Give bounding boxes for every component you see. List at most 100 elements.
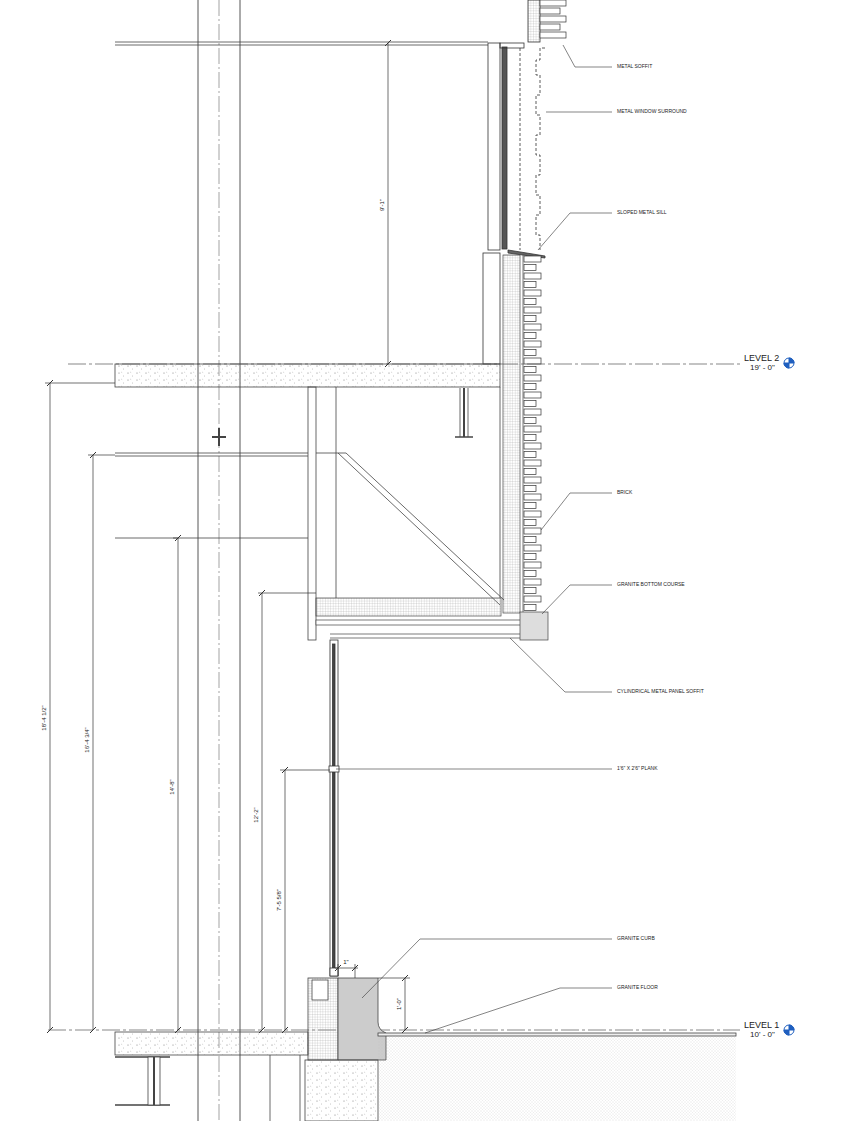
level-1-slab [153, 1057, 155, 1105]
dimension-lines [47, 40, 408, 1033]
dimension-lines [405, 978, 406, 1030]
brick [524, 341, 541, 347]
callout-label: METAL SOFFIT [617, 64, 652, 70]
level-marker [789, 1025, 794, 1030]
floor-framing [115, 453, 308, 454]
upper-window [520, 48, 545, 250]
wall-block [503, 255, 523, 613]
brick [540, 24, 560, 30]
brick [524, 426, 541, 432]
brick [540, 8, 560, 14]
upper-ceiling [115, 42, 488, 43]
dimension-text: 18'-4 1/2" [41, 705, 48, 730]
brick [524, 545, 541, 551]
soffit [520, 612, 548, 640]
callout-label: BRICK [617, 490, 632, 496]
level-1-slab [115, 1032, 308, 1055]
brick [524, 528, 541, 534]
dimension-text: 14'-8" [169, 779, 176, 794]
level-marker [789, 358, 794, 363]
level-marker [784, 1025, 794, 1035]
upper-window [528, 0, 540, 42]
level-1-slab [115, 1104, 170, 1106]
dimension-lines [258, 593, 316, 594]
dimension-lines [178, 538, 179, 1030]
leader-lines [541, 493, 612, 530]
brick [524, 452, 536, 458]
level-label: LEVEL 2 [744, 354, 779, 364]
callout-label: CYLINDRICAL METAL PANEL SOFFIT [617, 689, 704, 695]
level-line [48, 1030, 740, 1031]
brick [524, 299, 536, 305]
brick [524, 443, 541, 449]
leader-lines [538, 213, 612, 250]
soffit [330, 634, 522, 635]
brick [524, 316, 536, 322]
floor-framing [338, 453, 500, 605]
dimension-lines [93, 455, 94, 1030]
dimension-lines [262, 593, 263, 1030]
upper-ceiling [115, 45, 488, 46]
brick [524, 537, 536, 543]
soffit [316, 598, 501, 616]
brick [524, 273, 541, 279]
callout-label: 1'6" X 2'6" PLANK [617, 766, 657, 772]
brick [540, 16, 566, 22]
level-1-slab [115, 1032, 736, 1121]
brick [524, 469, 536, 475]
brick-courses [524, 256, 541, 611]
brick [524, 460, 541, 466]
level-1-slab [300, 1055, 301, 1121]
dimension-lines [50, 383, 51, 1030]
dimension-lines [388, 43, 389, 364]
brick [524, 358, 541, 364]
wall-block [503, 255, 520, 613]
level-1-slab [378, 1033, 736, 1036]
dimension-lines [355, 964, 356, 978]
floor-framing [115, 456, 308, 457]
upper-ceiling [115, 42, 488, 45]
brick [524, 256, 541, 262]
brick [524, 290, 541, 296]
dimension-text: 12'-2" [253, 807, 260, 822]
level-1-slab [270, 1055, 271, 1121]
dimension-text: 7'-5 5/8" [276, 889, 283, 911]
floor-framing [115, 538, 308, 539]
column [198, 0, 240, 1121]
base-detail [308, 978, 338, 1060]
level-marker [784, 358, 794, 1035]
floor-framing [460, 388, 461, 437]
soffit [330, 638, 522, 639]
brick [524, 350, 536, 356]
upper-window [488, 43, 500, 250]
brick [524, 494, 541, 500]
leader-lines [425, 988, 612, 1033]
column [240, 0, 241, 1121]
dimension-text: 16'-4 3/4" [84, 727, 91, 752]
brick [524, 503, 536, 509]
brick [524, 486, 536, 492]
brick [524, 265, 536, 271]
brick [524, 579, 541, 585]
callout-label: SLOPED METAL SILL [617, 210, 666, 216]
soffit [316, 620, 521, 625]
leader-lines [542, 585, 612, 614]
brick [540, 32, 566, 38]
dimension-lines [45, 40, 410, 1033]
brick [524, 367, 536, 373]
level-2-slab [115, 364, 500, 387]
brick [524, 384, 536, 390]
floor-framing [500, 387, 501, 598]
brick [524, 435, 536, 441]
dimension-lines [280, 770, 330, 771]
dimension-lines [285, 770, 286, 1030]
brick-courses [540, 0, 566, 38]
dimension-text: 1'-0" [396, 998, 403, 1010]
level-line [68, 364, 740, 365]
dimension-text: 1" [343, 959, 348, 966]
floor-framing [455, 436, 473, 438]
level-label: LEVEL 1 [744, 1021, 779, 1031]
